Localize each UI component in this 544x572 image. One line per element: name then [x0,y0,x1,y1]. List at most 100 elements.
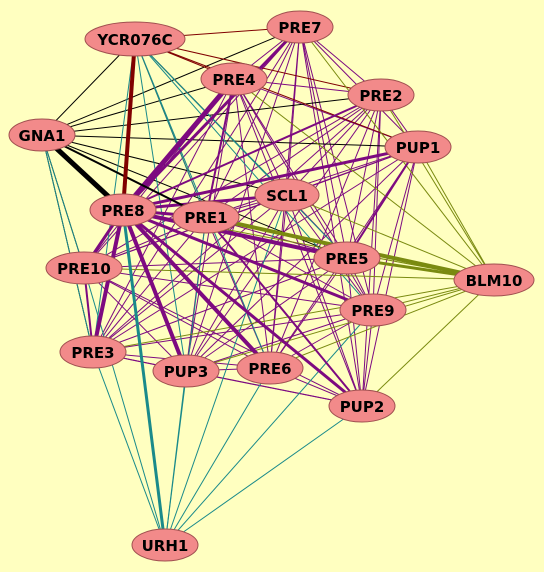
edge-urh1-scl1 [164,194,288,546]
node-pre2[interactable]: PRE2 [347,78,415,112]
edge-gna1-pre3 [41,134,94,353]
node-label: PRE10 [57,260,111,278]
edge-ycr076c-pre8 [121,38,137,211]
node-pup2[interactable]: PUP2 [328,389,396,423]
edge-blm10-pre10 [83,267,495,281]
node-pre7[interactable]: PRE7 [266,10,334,44]
edge-pre8-pup2 [122,208,363,408]
edge-pre8-pre5 [122,208,348,260]
edge-pup1-pup3 [185,146,419,372]
edge-pre7-pre5 [299,26,348,259]
node-label: PRE2 [359,87,402,105]
edge-pre5-pup1 [346,146,419,259]
node-pre6[interactable]: PRE6 [236,351,304,385]
node-shape [131,528,199,562]
edge-pre10-pup3 [83,267,187,372]
node-label: PRE3 [71,344,114,362]
edge-pre4-pre1 [205,78,235,218]
node-shape [384,130,452,164]
node-shape [8,118,76,152]
edge-urh1-pre10 [83,267,166,546]
edge-pre8-pre2 [122,94,382,211]
edge-pre1-pup2 [205,216,363,407]
node-gna1[interactable]: GNA1 [8,118,76,152]
edge-urh1-pre3 [92,351,166,546]
edge-pre2-pre1 [205,94,382,218]
edge-blm10-pre2 [380,94,495,281]
edge-pup1-pre1 [205,146,419,218]
edge-scl1-pup3 [185,194,288,372]
node-label: YCR076C [96,31,172,49]
edge-blm10-pup3 [185,279,495,372]
node-label: URH1 [142,537,189,555]
node-shape [84,21,186,57]
node-pre1[interactable]: PRE1 [172,200,240,234]
node-pre10[interactable]: PRE10 [45,251,123,285]
edge-urh1-pre6 [164,367,271,546]
edge-pre8-pup3 [121,209,188,372]
node-label: GNA1 [19,127,66,145]
edge-urh1-pre9 [164,309,374,546]
node-shape [172,200,240,234]
edge-pre4-pre5 [233,78,348,259]
node-label: SCL1 [266,187,308,205]
node-shape [339,293,407,327]
node-blm10[interactable]: BLM10 [453,263,535,297]
edge-pre8-pre7 [121,25,302,212]
edge-pre7-pup2 [299,26,363,407]
node-label: PRE4 [212,71,255,89]
node-pre4[interactable]: PRE4 [200,62,268,96]
node-label: PRE9 [351,302,394,320]
node-label: PRE1 [184,209,227,227]
edge-gna1-pre4 [41,78,235,136]
node-shape [59,335,127,369]
node-label: PRE5 [325,250,368,268]
edge-pup1-pre9 [372,146,419,311]
edge-gna1-pre10 [41,134,85,269]
node-shape [453,263,535,297]
node-shape [200,62,268,96]
edge-pre4-pup2 [233,78,363,407]
edge-urh1-pup2 [164,405,363,546]
node-label: PRE7 [278,19,321,37]
node-shape [328,389,396,423]
node-label: BLM10 [466,272,523,290]
edge-pre5-pup3 [185,257,348,372]
node-label: PUP2 [340,398,385,416]
node-shape [45,251,123,285]
edge-pre7-pre1 [205,26,301,218]
node-ycr076c[interactable]: YCR076C [84,21,186,57]
node-pre8[interactable]: PRE8 [89,193,157,227]
node-pup3[interactable]: PUP3 [152,354,220,388]
edge-ycr076c-pup3 [134,38,187,372]
node-label: PRE6 [248,360,291,378]
edge-gna1-pre2 [41,94,382,136]
node-urh1[interactable]: URH1 [131,528,199,562]
edge-scl1-pup2 [286,194,363,407]
edge-pre8-pre6 [121,208,272,370]
node-shape [254,178,320,212]
node-pre9[interactable]: PRE9 [339,293,407,327]
edge-gna1-pup1 [41,134,419,148]
edge-pre8-pre3 [91,209,125,353]
node-shape [313,241,381,275]
node-shape [89,193,157,227]
edge-pre1-pre3 [92,216,207,353]
edges-layer [40,25,495,546]
edge-blm10-pup1 [417,146,495,281]
node-scl1[interactable]: SCL1 [254,178,320,212]
edge-blm10-pre3 [92,279,495,353]
node-pre3[interactable]: PRE3 [59,335,127,369]
node-pre5[interactable]: PRE5 [313,241,381,275]
edge-urh1-pre8 [121,209,167,546]
edge-pre10-pup2 [83,267,363,407]
node-pup1[interactable]: PUP1 [384,130,452,164]
node-label: PUP1 [396,139,441,157]
edge-pre8-pre4 [121,77,236,212]
edge-pre5-pre3 [92,257,348,353]
edge-gna1-pre7 [41,26,301,136]
node-shape [266,10,334,44]
